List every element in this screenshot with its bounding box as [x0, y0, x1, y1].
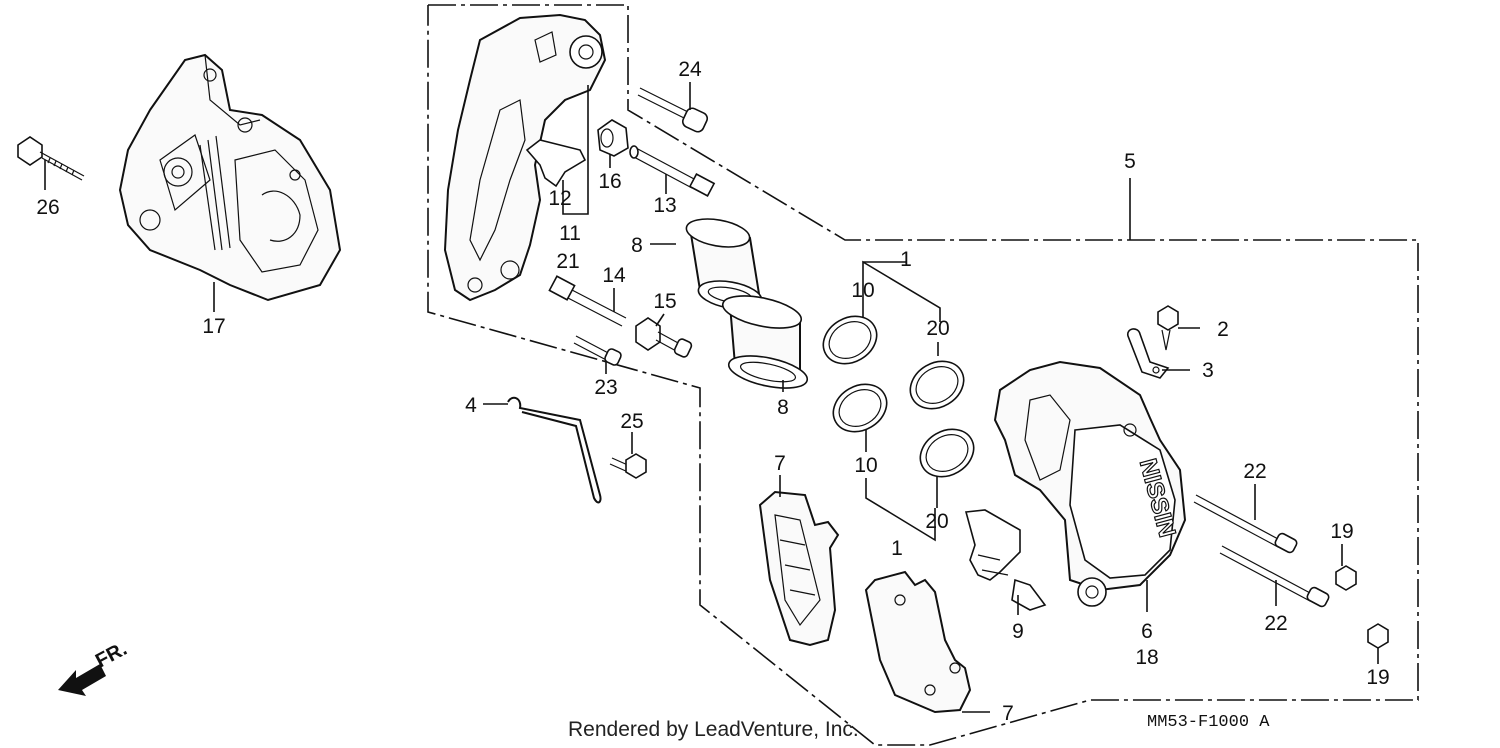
callout-11: 11 [559, 222, 581, 245]
callout-8: 8 [631, 234, 643, 257]
front-arrow-icon [58, 664, 106, 696]
bolt-part-24 [637, 87, 709, 133]
callout-22: 22 [1243, 460, 1266, 483]
callout-23: 23 [594, 376, 617, 399]
bracket-part-3 [1127, 328, 1170, 379]
callout-2: 2 [1217, 318, 1229, 341]
bolt-part-23 [573, 335, 622, 366]
callout-22: 22 [1264, 612, 1287, 635]
callout-17: 17 [202, 315, 225, 338]
callout-16: 16 [598, 170, 621, 193]
slide-pin-part-13 [629, 145, 716, 197]
cap-part-19-lower [1367, 623, 1389, 649]
callout-20: 20 [926, 317, 949, 340]
callout-7: 7 [774, 452, 786, 475]
callout-15: 15 [653, 290, 676, 313]
callout-25: 25 [620, 410, 643, 433]
brake-pad-part-7-upper [758, 490, 840, 647]
caliper-assembly-part [118, 53, 342, 302]
bleeder-valve-part-2 [1157, 305, 1179, 351]
bolt-part-25 [609, 453, 647, 479]
callout-4: 4 [465, 394, 477, 417]
callout-14: 14 [602, 264, 626, 287]
callout-24: 24 [678, 58, 702, 81]
caliper-bracket-part [443, 13, 607, 302]
callout-10: 10 [851, 279, 874, 302]
render-credit: Rendered by LeadVenture, Inc. [568, 718, 859, 741]
pad-spring-part-9 [964, 509, 1047, 611]
slide-pin-part-14 [548, 275, 627, 327]
callout-6: 6 [1141, 620, 1153, 643]
callout-10: 10 [854, 454, 877, 477]
callout-7: 7 [1002, 702, 1014, 725]
pin-part-22-upper [1193, 494, 1298, 554]
caliper-body-part-6: NISSIN [993, 360, 1187, 607]
callout-3: 3 [1202, 359, 1214, 382]
assembly-boundary [427, 4, 1419, 746]
callout-20: 20 [925, 510, 948, 533]
callout-18: 18 [1135, 646, 1158, 669]
spring-part-4 [507, 396, 602, 504]
callout-5: 5 [1124, 150, 1136, 173]
callout-12: 12 [548, 187, 571, 210]
callout-19: 19 [1366, 666, 1389, 689]
piston-part-8-lower [721, 295, 809, 389]
leader-1-upper [862, 260, 941, 322]
diagram-code: MM53-F1000 A [1147, 713, 1270, 732]
callout-9: 9 [1012, 620, 1024, 643]
leader-1-lower [865, 478, 936, 542]
seal-rings [822, 315, 975, 478]
callout-21: 21 [556, 250, 579, 273]
callout-19: 19 [1330, 520, 1353, 543]
callout-13: 13 [653, 194, 676, 217]
bolt-part-26 [17, 136, 85, 181]
leader-11-12 [562, 85, 589, 215]
callout-1: 1 [891, 537, 903, 560]
cap-part-19-upper [1335, 565, 1357, 591]
pin-part-22-lower [1219, 545, 1330, 608]
cap-part-16 [597, 119, 629, 157]
callout-26: 26 [36, 196, 59, 219]
brake-pad-part-7-lower [864, 570, 972, 714]
callout-1: 1 [900, 248, 912, 271]
front-direction-indicator: FR. [58, 638, 131, 696]
leader-15 [655, 313, 665, 327]
callout-8: 8 [777, 396, 789, 419]
bolt-part-15 [635, 317, 693, 358]
